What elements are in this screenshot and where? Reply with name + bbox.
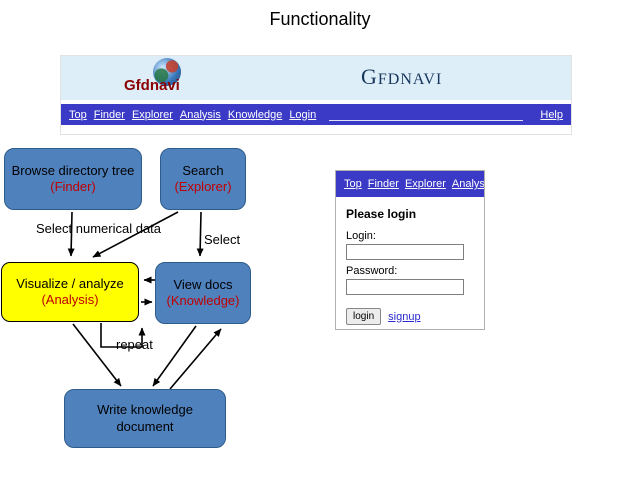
nav-link-login[interactable]: Login — [289, 108, 317, 121]
login-input[interactable] — [346, 244, 464, 260]
banner-gap — [61, 100, 571, 104]
site-brand: GFDNAVI — [361, 64, 442, 90]
page-title: Functionality — [269, 9, 371, 29]
nav-link-top[interactable]: Top — [69, 108, 87, 121]
panel-nav-link-analysis[interactable]: Analys — [451, 178, 484, 190]
flow-box-write: Write knowledge document — [64, 389, 226, 448]
nav-link-finder[interactable]: Finder — [93, 108, 125, 121]
nav-link-analysis[interactable]: Analysis — [179, 108, 221, 121]
brand-initial: G — [361, 64, 378, 89]
site-logo-text: Gfdnavi — [124, 77, 180, 94]
globe-logo-icon — [153, 58, 181, 86]
login-heading: Please login — [346, 207, 417, 221]
nav-link-explorer[interactable]: Explorer — [131, 108, 173, 121]
explorer-label: Search — [182, 162, 224, 178]
main-nav: Top Finder Explorer Analysis Knowledge L… — [61, 104, 571, 125]
signup-link[interactable]: signup — [388, 310, 421, 323]
login-button[interactable]: login — [346, 308, 382, 325]
analysis-label: Visualize / analyze — [16, 275, 124, 291]
label-select-numerical: Select numerical data — [36, 221, 162, 236]
panel-nav-link-finder[interactable]: Finder — [367, 178, 399, 190]
write-label: Write knowledge document — [97, 402, 193, 434]
site-banner: Gfdnavi GFDNAVI — [61, 56, 571, 100]
knowledge-label: View docs — [173, 276, 233, 292]
login-field-label: Login: — [346, 230, 376, 242]
knowledge-paren: (Knowledge) — [166, 293, 240, 308]
nav-link-knowledge[interactable]: Knowledge — [227, 108, 283, 121]
flow-box-explorer: Search (Explorer) — [160, 148, 246, 210]
flow-box-analysis: Visualize / analyze (Analysis) — [1, 262, 139, 322]
password-field-label: Password: — [346, 265, 398, 277]
flow-box-finder: Browse directory tree (Finder) — [4, 148, 142, 210]
gfdnavi-screenshot: Gfdnavi GFDNAVI Top Finder Explorer Anal… — [60, 55, 572, 135]
panel-nav-link-explorer[interactable]: Explorer — [404, 178, 446, 190]
finder-paren: (Finder) — [50, 179, 96, 194]
password-input[interactable] — [346, 279, 464, 295]
label-repeat: repeat — [116, 337, 153, 352]
brand-rest: FDNAVI — [377, 71, 443, 88]
login-panel-nav: Top Finder Explorer Analys — [336, 171, 484, 197]
login-panel: Top Finder Explorer Analys Please login … — [335, 170, 485, 330]
label-select: Select — [204, 232, 241, 247]
nav-link-help[interactable]: Help — [540, 108, 563, 121]
panel-nav-link-top[interactable]: Top — [344, 178, 362, 190]
finder-label: Browse directory tree — [11, 162, 135, 178]
login-form: Please login Login: Password: login sign… — [336, 197, 484, 325]
nav-spacer-underline — [329, 108, 524, 121]
login-actions: login signup — [346, 308, 474, 325]
analysis-paren: (Analysis) — [41, 292, 99, 307]
flow-box-knowledge: View docs (Knowledge) — [155, 262, 251, 324]
explorer-paren: (Explorer) — [174, 179, 232, 194]
